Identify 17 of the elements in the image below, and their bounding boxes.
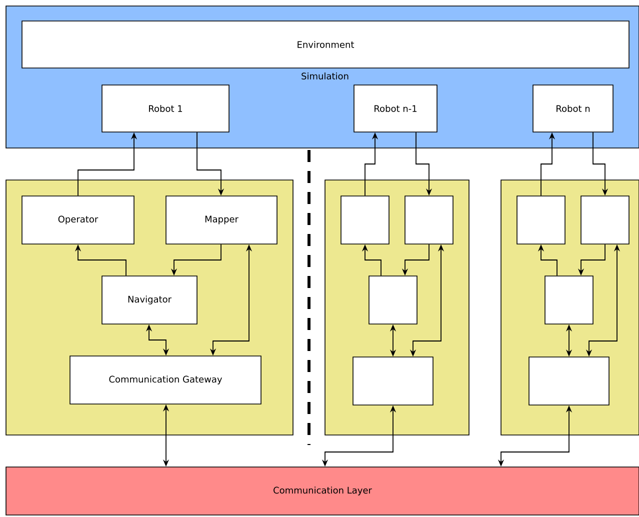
module-box: [404, 196, 454, 244]
gateway-box: Communication Gateway: [70, 356, 262, 404]
module-box: Navigator: [102, 276, 198, 324]
module-box: [544, 276, 594, 324]
module-box: Mapper: [166, 196, 278, 244]
robot-box: Robot n-1: [354, 84, 438, 132]
robot-box: Robot 1: [102, 84, 230, 132]
communication-layer-box: Communication Layer: [6, 466, 639, 516]
environment-box: Environment: [22, 20, 630, 68]
module-box: [340, 196, 390, 244]
module-box: Operator: [22, 196, 134, 244]
robot-box: Robot n: [532, 84, 614, 132]
module-box: [516, 196, 566, 244]
module-box: [580, 196, 630, 244]
gateway-box: [528, 356, 610, 406]
gateway-box: [352, 356, 434, 406]
module-box: [368, 276, 418, 324]
